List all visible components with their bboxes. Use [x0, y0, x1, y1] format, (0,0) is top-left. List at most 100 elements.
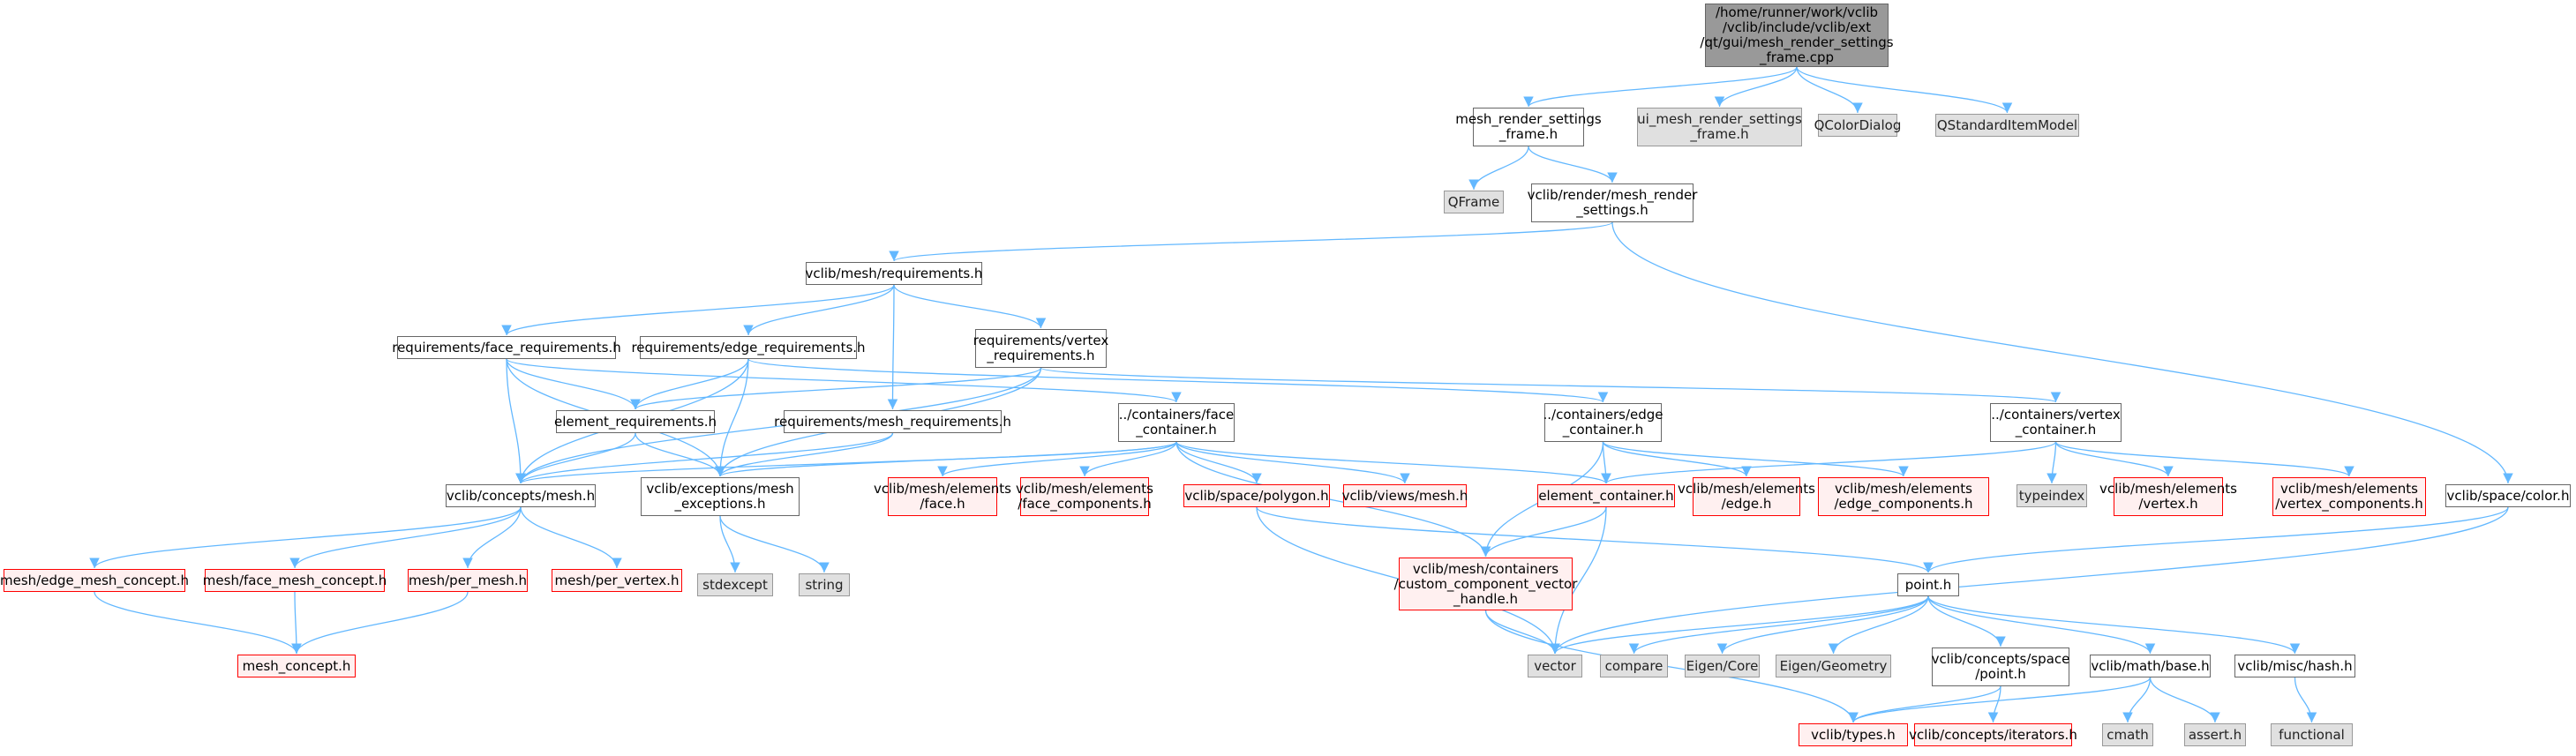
node-cmath: cmath — [2102, 723, 2153, 746]
node-ui-mesh-render-settings-frame-h: ui_mesh_render_settings_frame.h — [1637, 108, 1802, 146]
node-label-line: _container.h — [1562, 422, 1644, 438]
edge-concepts_mesh-to-edge_mesh_concept — [89, 506, 522, 569]
node-label-line: mesh/face_mesh_concept.h — [202, 572, 387, 588]
node-label-line: assert.h — [2188, 726, 2242, 743]
edge-ccvh-to-vector — [1484, 610, 1560, 655]
node-label-line: vclib/concepts/iterators.h — [1909, 726, 2077, 743]
node-label-line: /custom_component_vector — [1393, 575, 1578, 592]
node-mesh-render-settings-frame-h[interactable]: mesh_render_settings_frame.h — [1455, 108, 1602, 146]
edge-root-to-qcolordialog — [1796, 66, 1863, 114]
edge-misc_hash-to-functional — [2294, 677, 2317, 723]
node-point-h[interactable]: point.h — [1897, 573, 1959, 596]
node-root-source-file[interactable]: /home/runner/work/vclib/vclib/include/vc… — [1700, 4, 1894, 67]
node-elements-edge-components-h: vclib/mesh/elements/edge_components.h — [1818, 477, 1989, 516]
node-qcolordialog: QColorDialog — [1814, 114, 1901, 137]
node-label-line: vclib/misc/hash.h — [2237, 657, 2353, 674]
node-label-line: vclib/concepts/mesh.h — [446, 487, 596, 504]
node-vertex-requirements-h[interactable]: requirements/vertex_requirements.h — [973, 329, 1109, 368]
node-label-line: /face.h — [920, 496, 965, 512]
edge-face_req-to-elem_req — [506, 358, 641, 410]
edge-root-to-ui_mrsf — [1714, 66, 1798, 108]
node-label-line: point.h — [1904, 576, 1952, 593]
node-string: string — [799, 573, 850, 596]
edge-render_mrs-to-space_color — [1611, 221, 2513, 484]
edge-vertex_req-to-concepts_mesh — [515, 367, 1042, 484]
edge-vertex_req-to-vertex_container — [1040, 367, 2061, 403]
edge-exceptions-to-stdexcept — [719, 515, 740, 573]
node-edge-container-h[interactable]: ../containers/edge_container.h — [1543, 403, 1664, 442]
node-label-line: QFrame — [1447, 193, 1500, 210]
node-render-mesh-render-settings-h[interactable]: vclib/render/mesh_render_settings.h — [1528, 183, 1697, 222]
node-elements-vertex-components-h: vclib/mesh/elements/vertex_components.h — [2272, 477, 2426, 516]
edge-meshreq_req-to-concepts_mesh — [515, 432, 894, 484]
edge-mrsf-to-render_mrs — [1528, 146, 1618, 183]
node-label-line: typeindex — [2018, 487, 2085, 504]
node-concepts-space-point-h[interactable]: vclib/concepts/space/point.h — [1932, 647, 2069, 686]
edge-point-to-math_base — [1927, 595, 2156, 655]
node-mesh-requirements-sub-h[interactable]: requirements/mesh_requirements.h — [774, 410, 1011, 433]
node-label-line: vclib/views/mesh.h — [1341, 487, 1468, 504]
node-vertex-container-h[interactable]: ../containers/vertex_container.h — [1990, 403, 2122, 442]
node-label-line: vector — [1534, 657, 1576, 674]
edge-render_mrs-to-mesh_req — [889, 221, 1613, 262]
node-label-line: _frame.h — [1498, 126, 1558, 142]
node-label-line: vclib/mesh/requirements.h — [805, 265, 983, 281]
node-label-line: /vertex.h — [2138, 496, 2198, 512]
node-label-line: vclib/mesh/elements — [1016, 481, 1153, 497]
node-space-polygon-h: vclib/space/polygon.h — [1183, 484, 1330, 507]
node-label-line: functional — [2279, 726, 2345, 743]
node-mesh-exceptions-h[interactable]: vclib/exceptions/mesh_exceptions.h — [641, 477, 800, 516]
node-label-line: ../containers/face — [1118, 407, 1235, 423]
node-label-line: vclib/mesh/elements — [2280, 481, 2418, 497]
node-label-line: _settings.h — [1576, 202, 1648, 218]
node-misc-hash-h[interactable]: vclib/misc/hash.h — [2234, 655, 2355, 677]
node-label-line: vclib/mesh/elements — [2099, 481, 2237, 497]
edge-root-to-mrsf — [1523, 66, 1798, 108]
node-per-mesh-h: mesh/per_mesh.h — [408, 569, 528, 592]
edge-vertex_container-to-element_container — [1601, 441, 2057, 484]
edge-math_base-to-assert — [2149, 677, 2220, 723]
node-label-line: requirements/vertex — [973, 333, 1109, 348]
node-concepts-mesh-h[interactable]: vclib/concepts/mesh.h — [446, 484, 596, 507]
node-label-line: vclib/concepts/space — [1931, 651, 2070, 667]
node-label-line: mesh/per_mesh.h — [408, 572, 528, 588]
edge-face_container-to-elements_face — [937, 441, 1177, 477]
node-label-line: _container.h — [2015, 422, 2097, 438]
edge-face_req-to-concepts_mesh — [506, 358, 526, 484]
node-label-line: mesh_concept.h — [242, 657, 351, 674]
node-functional: functional — [2271, 723, 2353, 746]
edge-element_container-to-ccvh — [1480, 506, 1607, 558]
node-math-base-h[interactable]: vclib/math/base.h — [2090, 655, 2211, 677]
edge-point-to-compare — [1628, 595, 1929, 655]
node-mesh-requirements-h[interactable]: vclib/mesh/requirements.h — [806, 262, 982, 285]
node-label-line: /point.h — [1975, 666, 2026, 682]
node-label-line: ../containers/edge — [1543, 407, 1664, 423]
edge-concepts_space_point-to-types — [1848, 685, 2001, 723]
node-label-line: vclib/exceptions/mesh — [646, 481, 794, 497]
node-label-line: element_container.h — [1538, 487, 1674, 504]
node-label-line: _frame.h — [1690, 126, 1749, 142]
node-qframe: QFrame — [1444, 191, 1504, 213]
node-face-requirements-h[interactable]: requirements/face_requirements.h — [392, 336, 621, 359]
node-face-mesh-concept-h: mesh/face_mesh_concept.h — [202, 569, 387, 592]
node-space-color-h[interactable]: vclib/space/color.h — [2445, 484, 2571, 507]
node-label-line: cmath — [2107, 726, 2149, 743]
node-label-line: vclib/render/mesh_render — [1527, 187, 1698, 203]
node-mesh-concept-h: mesh_concept.h — [237, 655, 356, 677]
edge-mesh_req-to-meshreq_req — [887, 284, 898, 410]
node-face-container-h[interactable]: ../containers/face_container.h — [1118, 403, 1235, 442]
node-custom-component-vector-handle-h: vclib/mesh/containers/custom_component_v… — [1394, 558, 1577, 610]
edge-edge_container-to-elements_edge — [1602, 441, 1752, 477]
edge-space_color-to-point — [1923, 506, 2509, 573]
node-concepts-iterators-h: vclib/concepts/iterators.h — [1909, 723, 2077, 746]
node-label-line: /qt/gui/mesh_render_settings — [1700, 34, 1894, 50]
node-vector: vector — [1528, 655, 1582, 677]
node-edge-requirements-h[interactable]: requirements/edge_requirements.h — [631, 336, 866, 359]
node-element-requirements-h[interactable]: element_requirements.h — [554, 410, 717, 433]
node-label-line: mesh_render_settings — [1455, 111, 1602, 127]
edge-root-to-qstandarditemmodel — [1796, 66, 2013, 114]
node-label-line: _requirements.h — [987, 348, 1095, 363]
node-label-line: QColorDialog — [1814, 116, 1902, 133]
node-label-line: /vclib/include/vclib/ext — [1722, 19, 1872, 35]
